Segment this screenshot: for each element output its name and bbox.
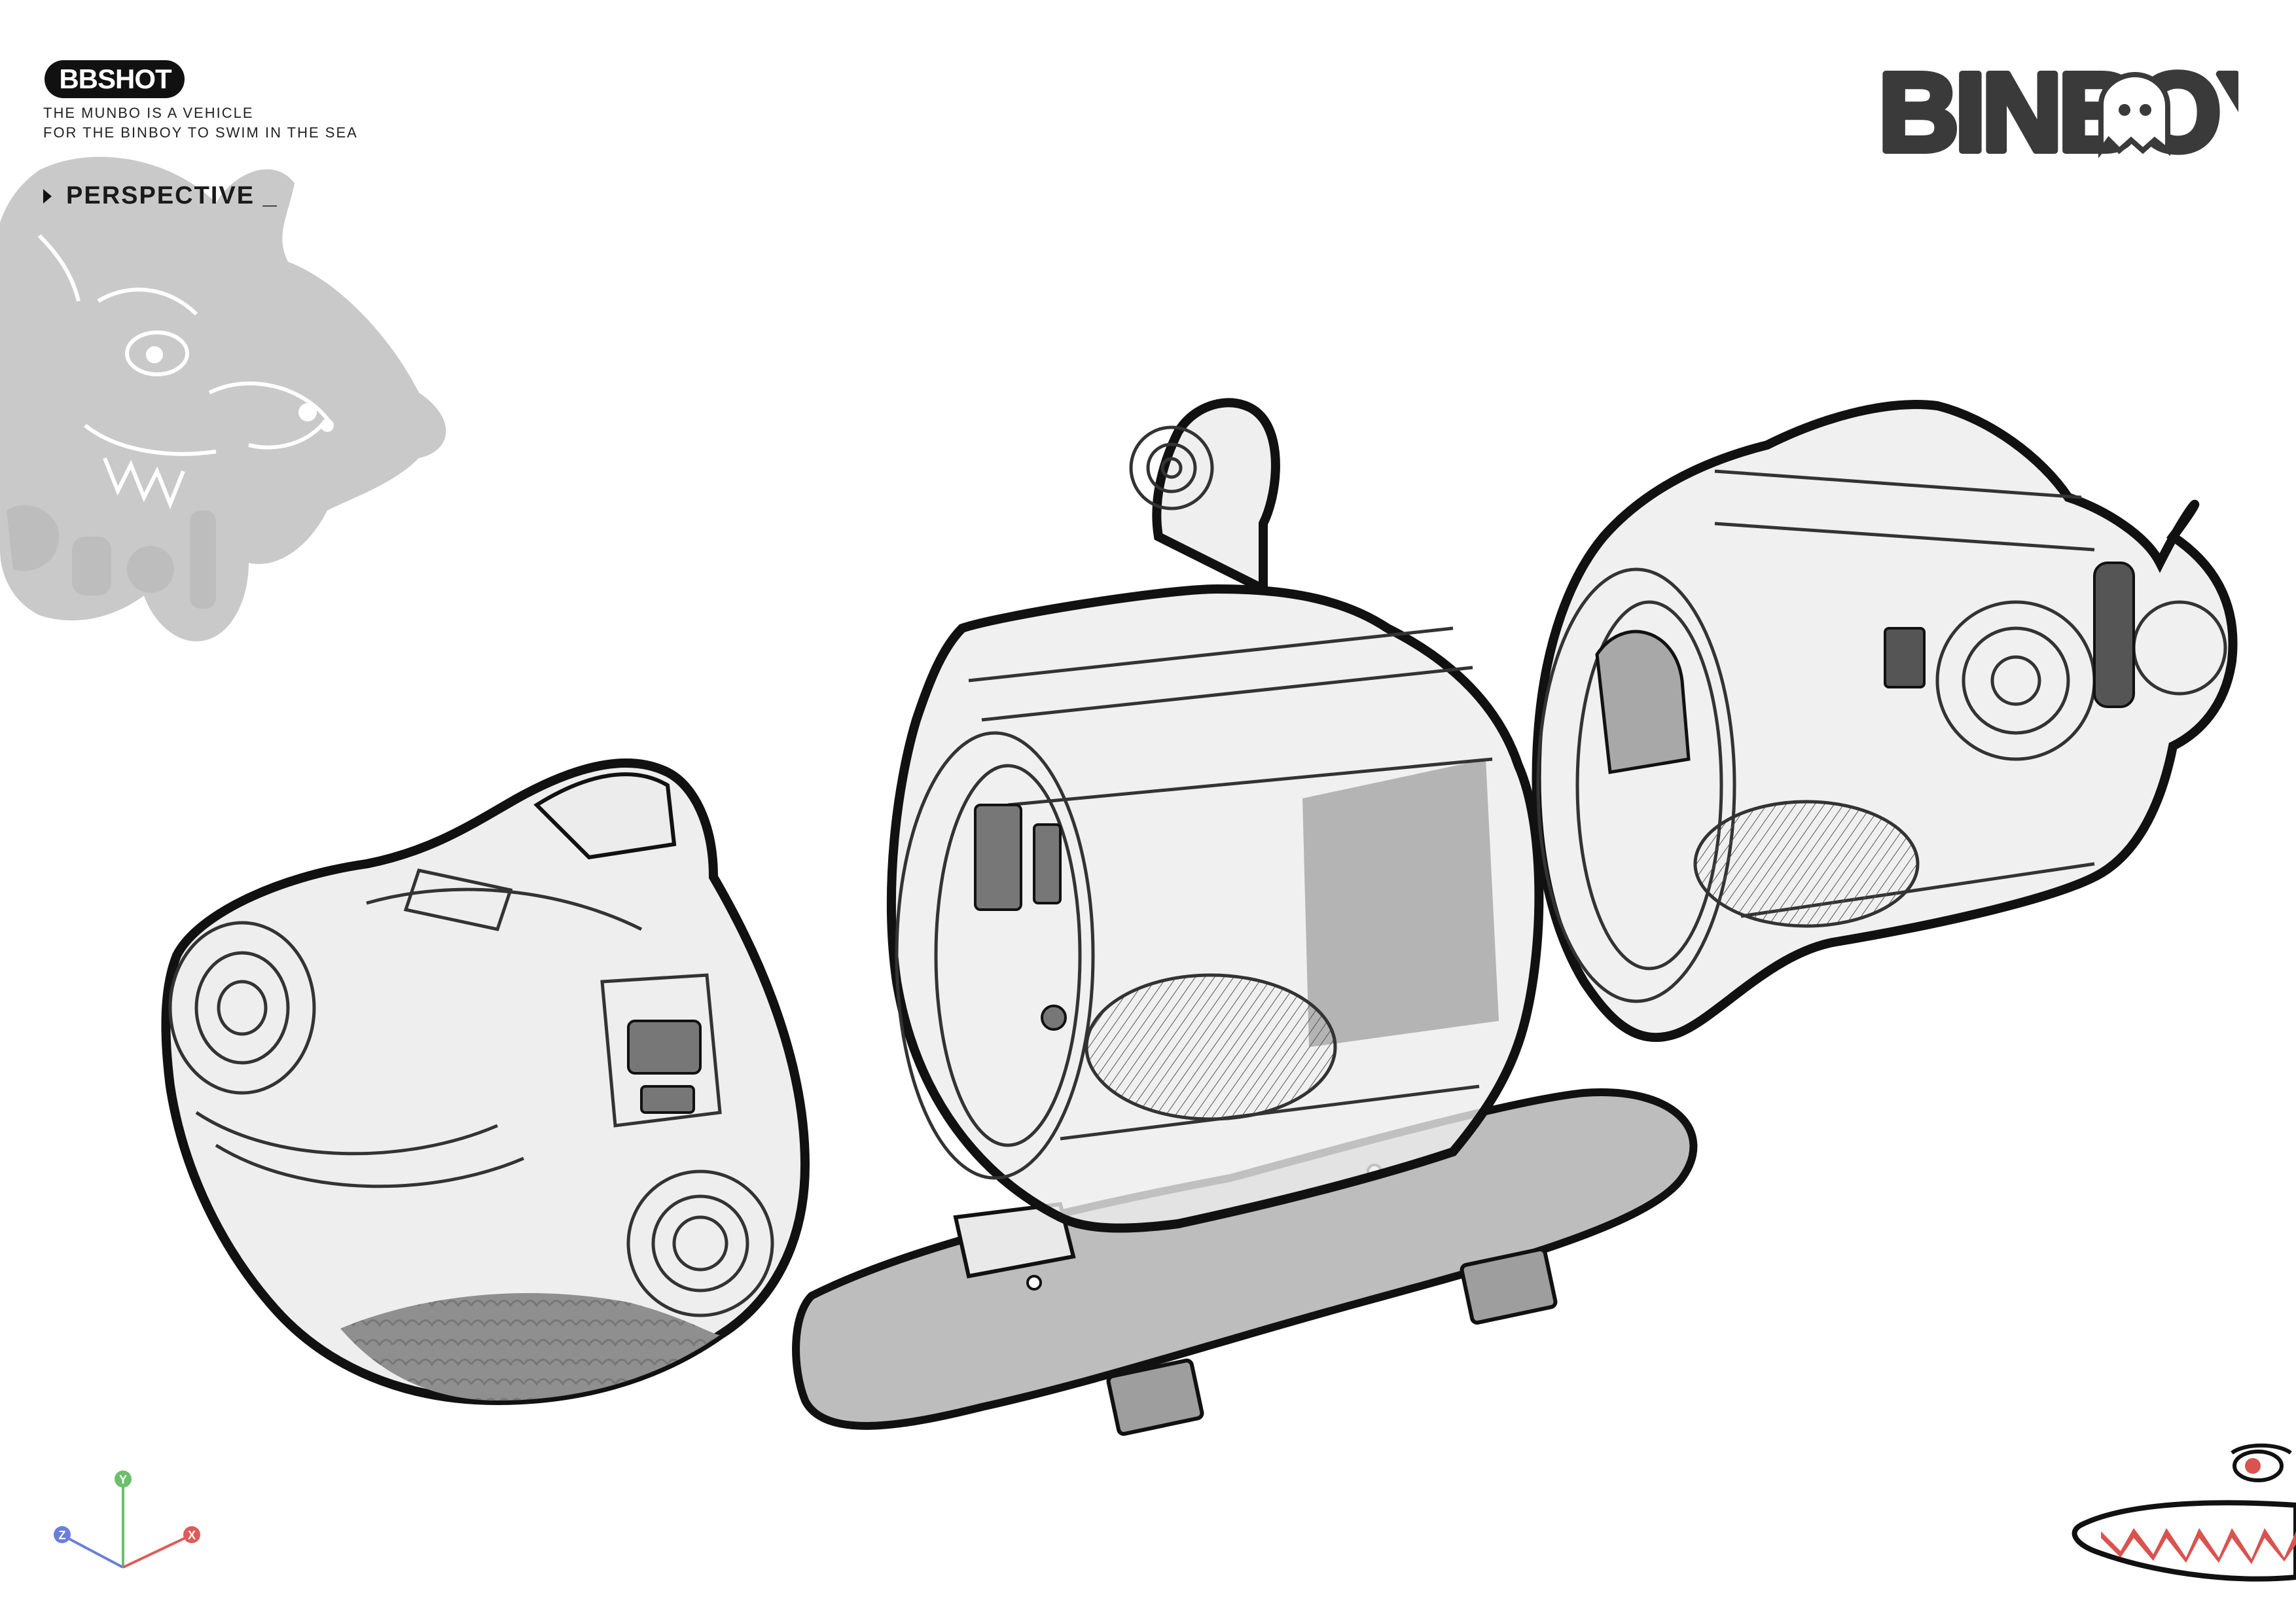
ghost-icon [2098, 71, 2170, 158]
z-axis-label: Z [59, 1529, 66, 1542]
x-axis-line [122, 1537, 186, 1569]
bbshot-logo-text: BBSHOT [59, 63, 172, 94]
tagline: THE MUNBO IS A VEHICLE FOR THE BINBOY TO… [43, 103, 358, 143]
monster-background-graphic [0, 156, 446, 641]
tagline-line-2: FOR THE BINBOY TO SWIM IN THE SEA [43, 124, 358, 141]
view-label: PERSPECTIVE _ [43, 182, 278, 210]
y-axis-label: Y [119, 1473, 127, 1486]
shark-mouth-graphic [2072, 1443, 2296, 1582]
z-axis-line [67, 1537, 124, 1569]
view-label-text: PERSPECTIVE _ [66, 182, 278, 209]
front-nose-module [161, 758, 810, 1406]
x-axis-label: X [188, 1529, 196, 1542]
rear-engine-module [1532, 400, 2238, 1043]
triangle-right-icon [43, 188, 52, 204]
fin-plate [792, 1088, 1698, 1436]
binboy-title-logo: BINBOY [1875, 52, 2238, 170]
middle-cabin-module [886, 398, 1544, 1233]
tagline-line-1: THE MUNBO IS A VEHICLE [43, 105, 254, 121]
bbshot-logo: BBSHOT [45, 60, 185, 98]
binboy-logo-text: BINBOY [1878, 52, 2238, 170]
axis-gizmo: Y X Z [54, 1471, 200, 1569]
